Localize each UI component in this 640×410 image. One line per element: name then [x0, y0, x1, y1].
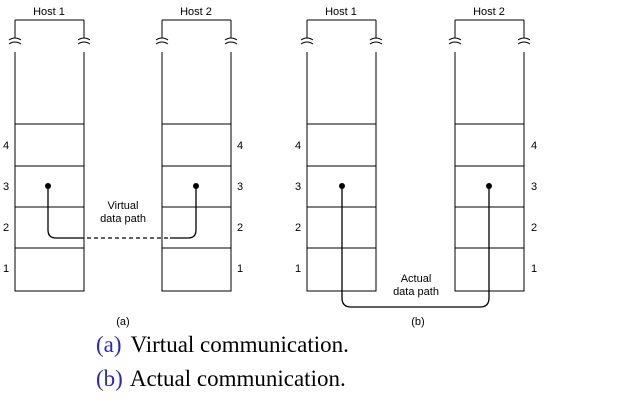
break-mark	[8, 37, 91, 45]
host2-stack-a	[161, 19, 232, 292]
layer-number: 3	[295, 181, 301, 193]
layer-number: 4	[531, 140, 537, 152]
caption-text: Virtual communication.	[131, 332, 349, 357]
host2-label-a: Host 2	[180, 6, 212, 18]
caption-b: (b) Actual communication.	[96, 366, 346, 391]
endpoint-dot	[339, 183, 345, 189]
actual-data-path	[341, 186, 490, 308]
host1-label-b: Host 1	[325, 6, 357, 18]
layer-number: 4	[237, 140, 243, 152]
actual-path-label: Actual	[401, 273, 432, 285]
host2-label-b: Host 2	[473, 6, 505, 18]
layer-number: 1	[531, 263, 537, 275]
caption-a: (a) Virtual communication.	[96, 332, 349, 357]
layer-number: 2	[237, 222, 243, 234]
caption-label: (a)	[96, 332, 122, 357]
layer-number: 4	[295, 140, 301, 152]
virtual-data-path	[47, 186, 197, 239]
virtual-path-label: data path	[100, 213, 146, 225]
layer-number: 1	[3, 263, 9, 275]
endpoint-dot	[45, 183, 51, 189]
caption-text: Actual communication.	[130, 366, 346, 391]
host1-stack-a	[14, 19, 85, 292]
layer-number: 2	[295, 222, 301, 234]
panel-label-b: (b)	[411, 316, 424, 328]
panel-a: Host 1 Host 2 4 3 2 1 4 3 2 1	[3, 6, 243, 328]
host1-label-a: Host 1	[33, 6, 65, 18]
virtual-path-label: Virtual	[108, 200, 139, 212]
layer-number: 4	[3, 140, 9, 152]
layer-number: 3	[237, 181, 243, 193]
panel-b: Host 1 Host 2 4 3 2 1 4 3 2 1 Actual dat…	[295, 6, 537, 328]
layer-number: 3	[3, 181, 9, 193]
captions: (a) Virtual communication. (b) Actual co…	[96, 332, 349, 391]
caption-label: (b)	[96, 366, 123, 391]
layer-number: 2	[3, 222, 9, 234]
endpoint-dot	[486, 183, 492, 189]
actual-path-label: data path	[393, 286, 439, 298]
endpoint-dot	[193, 183, 199, 189]
break-mark	[155, 37, 238, 45]
layer-number: 2	[531, 222, 537, 234]
panel-label-a: (a)	[116, 316, 129, 328]
layer-number: 3	[531, 181, 537, 193]
layer-number: 1	[237, 263, 243, 275]
break-mark	[448, 37, 531, 45]
break-mark	[300, 37, 383, 45]
layer-number: 1	[295, 263, 301, 275]
